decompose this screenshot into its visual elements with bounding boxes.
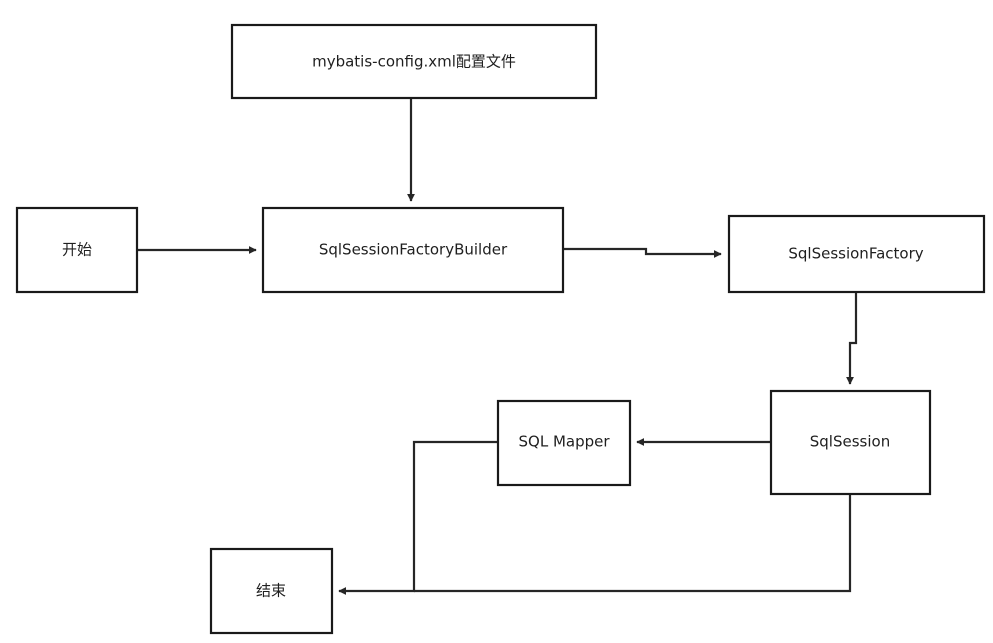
edge-mapper-to-end — [338, 440, 498, 595]
node-builder-label: SqlSessionFactoryBuilder — [319, 241, 508, 259]
node-config-file[interactable]: mybatis-config.xml配置文件 — [230, 23, 598, 100]
node-session-label: SqlSession — [810, 433, 890, 451]
node-start[interactable]: 开始 — [15, 206, 139, 294]
node-mapper-label: SQL Mapper — [518, 433, 610, 451]
node-config-file-label: mybatis-config.xml配置文件 — [312, 53, 516, 71]
node-start-label: 开始 — [62, 241, 92, 259]
node-factory-label: SqlSessionFactory — [788, 245, 923, 263]
node-session[interactable]: SqlSession — [769, 389, 932, 496]
edges — [137, 98, 858, 595]
edge-factory-to-session — [846, 292, 858, 385]
node-factory[interactable]: SqlSessionFactory — [727, 214, 986, 294]
node-builder[interactable]: SqlSessionFactoryBuilder — [261, 206, 565, 294]
edge-session-to-end — [414, 494, 852, 593]
node-mapper[interactable]: SQL Mapper — [496, 399, 632, 487]
node-end-label: 结束 — [256, 582, 286, 600]
node-end[interactable]: 结束 — [209, 547, 334, 635]
edge-builder-to-factory — [563, 247, 722, 258]
